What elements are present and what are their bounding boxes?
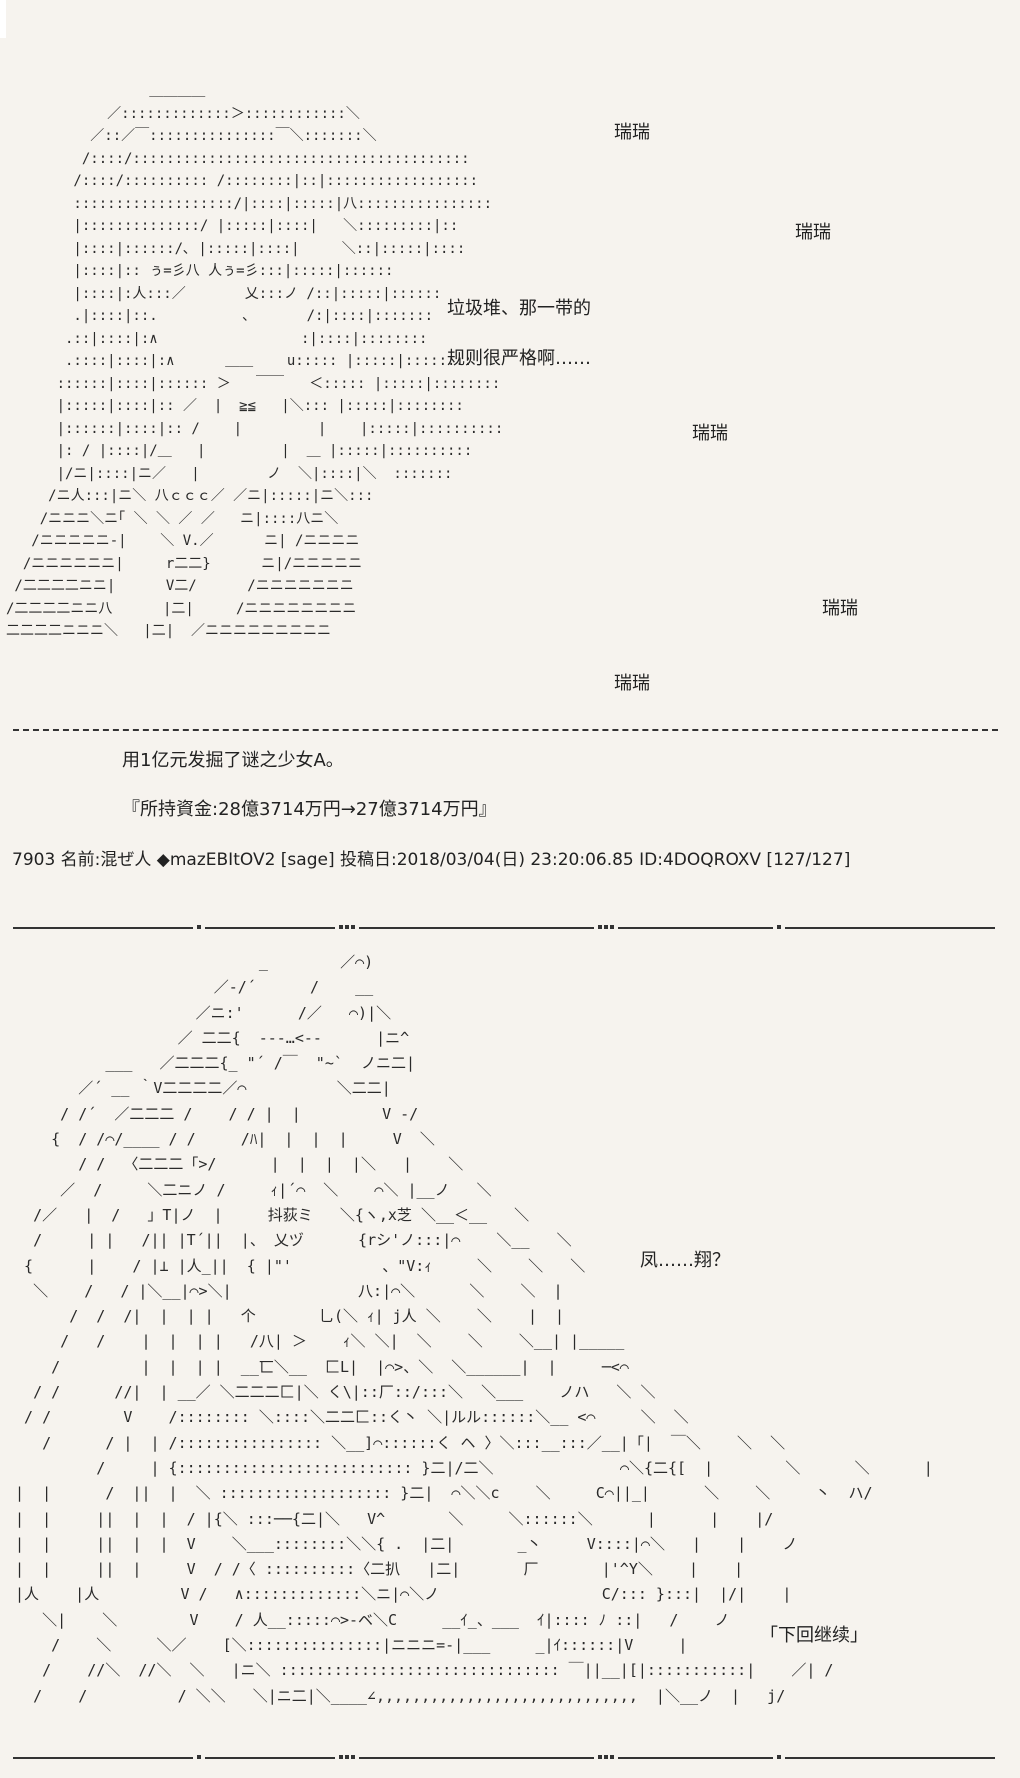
sfx-ruirui: 瑞瑞 bbox=[614, 673, 650, 694]
sfx-ruirui: 瑞瑞 bbox=[614, 122, 650, 143]
speech-line-2: 规则很严格啊…… bbox=[447, 348, 591, 369]
narration-line-2: 『所持資金:28億3714万円→27億3714万円』 bbox=[122, 799, 497, 820]
sfx-ruirui: 瑞瑞 bbox=[795, 222, 831, 243]
speech-line-1: 垃圾堆、那一带的 bbox=[447, 298, 591, 319]
top-left-corner-mark bbox=[0, 0, 6, 38]
ascii-art-girl: ＿＿＿＿ ／:::::::::::::＞::::::::::::＼ ／::／￣:… bbox=[6, 83, 504, 639]
next-time-caption: 「下回继续」 bbox=[760, 1625, 868, 1646]
speech-feng: 凤……翔？ bbox=[640, 1250, 730, 1271]
dashed-divider bbox=[13, 729, 998, 731]
narration-line-1: 用1亿元发掘了谜之少女A。 bbox=[122, 750, 344, 771]
sfx-ruirui: 瑞瑞 bbox=[822, 598, 858, 619]
ascii-art-scene: _ ／⌒) ／-/´ / __ ／ニ:' /／ ⌒)|＼ ／ 二二{ ‐-‐…<… bbox=[15, 953, 933, 1705]
sfx-ruirui: 瑞瑞 bbox=[692, 423, 728, 444]
post-header: 7903 名前:混ぜ人 ◆mazEBItOV2 [sage] 投稿日:2018/… bbox=[12, 850, 851, 870]
